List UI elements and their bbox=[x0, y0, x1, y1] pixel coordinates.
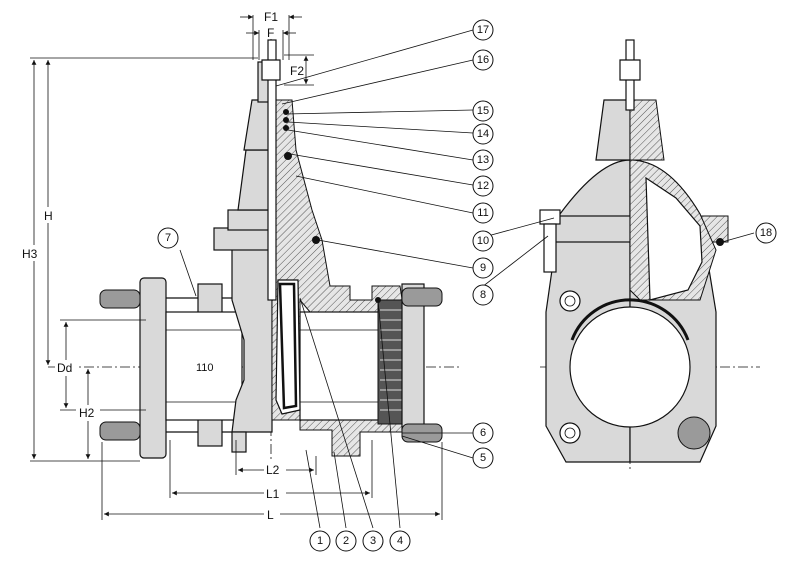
dimension-labels: F1 F F2 H3 H Dd H2 L2 L1 L bbox=[20, 9, 304, 523]
callout-5: 5 bbox=[472, 447, 494, 469]
callout-number: 1 bbox=[317, 535, 323, 547]
side-section-view: 110 bbox=[48, 30, 460, 470]
callout-number: 7 bbox=[165, 232, 171, 244]
pipe-marking-label: 110 bbox=[196, 362, 214, 374]
callout-2: 2 bbox=[335, 530, 357, 552]
callout-8: 8 bbox=[472, 284, 494, 306]
dim-f2-label: F2 bbox=[290, 64, 304, 78]
callout-4: 4 bbox=[389, 530, 411, 552]
end-view bbox=[539, 39, 760, 470]
callout-12: 12 bbox=[472, 175, 494, 197]
callout-7: 7 bbox=[157, 227, 179, 249]
callout-18: 18 bbox=[755, 222, 777, 244]
callout-10: 10 bbox=[472, 230, 494, 252]
callout-9: 9 bbox=[472, 257, 494, 279]
callout-number: 17 bbox=[477, 24, 489, 36]
callout-number: 5 bbox=[480, 452, 486, 464]
callout-14: 14 bbox=[472, 123, 494, 145]
dim-l1-label: L1 bbox=[266, 487, 280, 501]
callout-number: 14 bbox=[477, 128, 489, 140]
callout-6: 6 bbox=[472, 422, 494, 444]
dim-l-label: L bbox=[267, 508, 274, 522]
dim-dd-label: Dd bbox=[57, 361, 72, 375]
callout-13: 13 bbox=[472, 149, 494, 171]
dim-h2-label: H2 bbox=[79, 406, 95, 420]
callout-number: 13 bbox=[477, 154, 489, 166]
callout-number: 15 bbox=[477, 105, 489, 117]
dim-l2-label: L2 bbox=[266, 463, 280, 477]
callout-17: 17 bbox=[472, 19, 494, 41]
callout-leaders bbox=[179, 29, 755, 529]
callout-number: 11 bbox=[477, 207, 488, 219]
callout-number: 3 bbox=[370, 535, 376, 547]
callout-number: 16 bbox=[477, 54, 489, 66]
callout-number: 9 bbox=[480, 262, 486, 274]
callout-number: 8 bbox=[480, 289, 486, 301]
callout-16: 16 bbox=[472, 49, 494, 71]
callout-number: 6 bbox=[480, 427, 486, 439]
callout-number: 4 bbox=[397, 535, 403, 547]
callouts: 1 2 3 4 5 6 7 8 9 10 11 12 13 14 15 16 1… bbox=[157, 19, 777, 552]
callout-number: 10 bbox=[477, 235, 489, 247]
dim-h3-label: H3 bbox=[22, 247, 38, 261]
callout-3: 3 bbox=[362, 530, 384, 552]
dim-f-label: F bbox=[267, 26, 274, 40]
callout-number: 12 bbox=[477, 180, 489, 192]
callout-1: 1 bbox=[309, 530, 331, 552]
callout-number: 2 bbox=[343, 535, 349, 547]
dim-f1-label: F1 bbox=[264, 10, 278, 24]
dim-h-label: H bbox=[44, 209, 53, 223]
callout-15: 15 bbox=[472, 100, 494, 122]
callout-number: 18 bbox=[760, 227, 772, 239]
callout-11: 11 bbox=[472, 202, 494, 224]
